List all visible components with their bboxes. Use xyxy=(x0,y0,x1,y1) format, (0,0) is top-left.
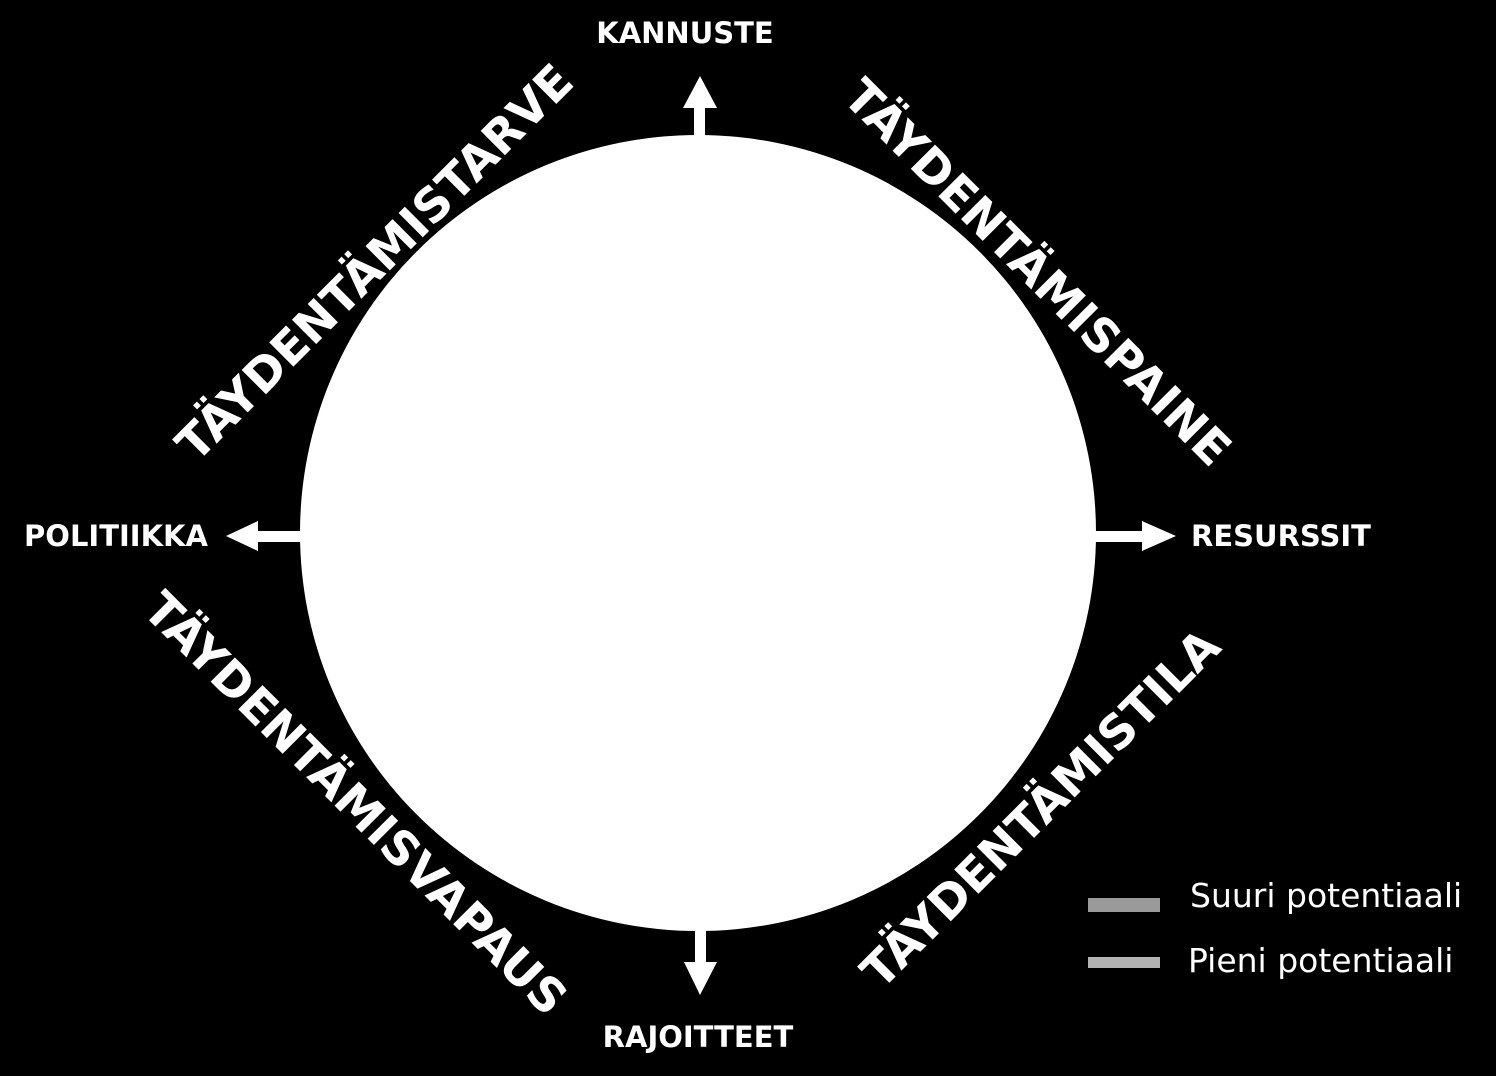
legend-label-large: Suuri potentiaali xyxy=(1190,876,1462,915)
central-circle xyxy=(300,135,1096,931)
legend-swatch-small xyxy=(1088,957,1160,968)
arrow-right xyxy=(1094,521,1176,551)
legend-label-small: Pieni potentiaali xyxy=(1188,941,1453,980)
arrow-left xyxy=(226,521,302,551)
legend: Suuri potentiaali Pieni potentiaali xyxy=(1088,876,1462,980)
arrow-down xyxy=(684,929,717,995)
axis-label-bottom: RAJOITTEET xyxy=(603,1020,794,1054)
axis-label-left: POLITIIKKA xyxy=(24,519,208,553)
axis-label-right: RESURSSIT xyxy=(1191,519,1371,553)
legend-swatch-large xyxy=(1088,898,1160,912)
arrow-up xyxy=(683,76,717,138)
axis-label-top: KANNUSTE xyxy=(596,16,773,50)
